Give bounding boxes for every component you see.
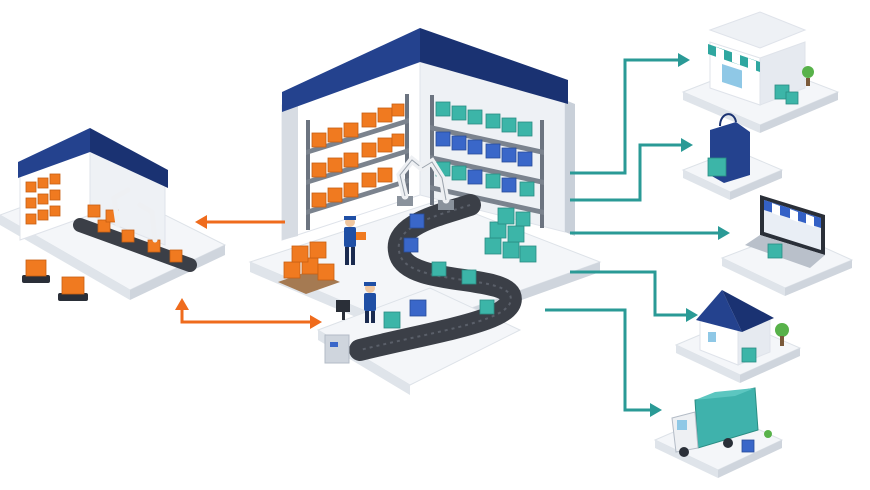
arrow-to-factory <box>195 215 285 229</box>
robot-arm-icon <box>396 155 454 210</box>
house-icon <box>674 290 802 383</box>
conveyor-belt-icon <box>349 194 522 361</box>
storefront-icon <box>681 11 840 133</box>
laptop-store-icon <box>720 195 854 296</box>
arrow-to-house <box>570 270 698 322</box>
teal-blue-shelving <box>430 95 544 228</box>
arrow-to-truck <box>545 308 662 417</box>
central-warehouse-icon <box>248 28 602 395</box>
orange-pallet <box>278 241 340 294</box>
teal-box-pile <box>484 207 537 263</box>
arrow-to-bag <box>570 138 693 202</box>
worker-icon <box>364 282 376 323</box>
workstation <box>324 300 350 364</box>
shopping-bag-icon <box>681 113 784 200</box>
arrow-to-store <box>570 53 690 175</box>
factory-icon <box>0 128 227 300</box>
agv-robot-icon <box>58 276 88 301</box>
worker-icon <box>344 216 366 265</box>
agv-robot-icon <box>22 259 50 283</box>
arrow-from-factory <box>175 298 322 329</box>
delivery-truck-icon <box>653 387 784 478</box>
arrow-to-laptop <box>570 226 730 240</box>
orange-shelving <box>306 94 409 230</box>
